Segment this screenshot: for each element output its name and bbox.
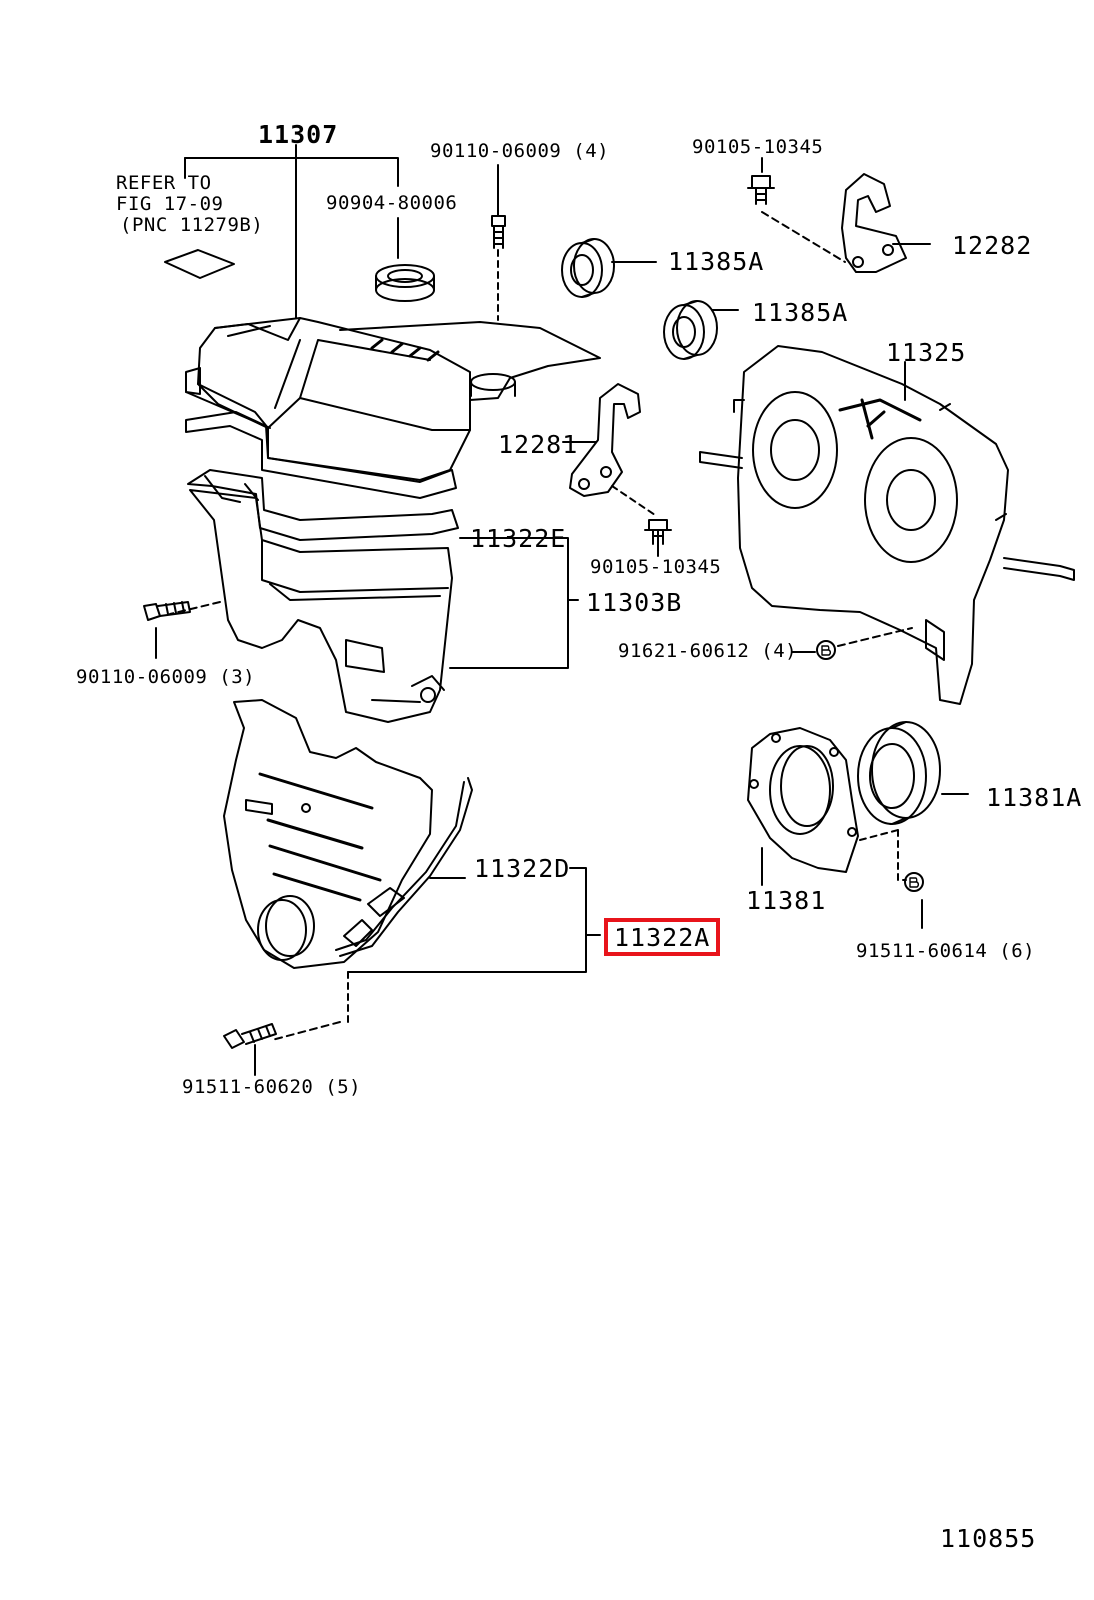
gasket-pad — [164, 249, 235, 279]
bolt-90105-mid — [644, 519, 672, 545]
part-label-11381: 11381 — [746, 886, 827, 915]
oil-seal-11381a — [857, 721, 941, 825]
part-label-90105-10345-top: 90105-10345 — [692, 136, 824, 158]
nut-91621 — [816, 640, 836, 660]
part-label-11322e: 11322E — [470, 524, 567, 553]
part-label-91621-60612-4: 91621-60612 (4) — [618, 640, 798, 662]
leader-lines — [155, 144, 969, 1076]
gasket-11322e — [185, 411, 459, 541]
oil-seal-90904 — [375, 264, 435, 302]
bolt-91511-5 — [223, 1023, 277, 1049]
refer-note-line-2: FIG 17-09 — [116, 193, 224, 215]
seal-11385a-lower — [663, 300, 718, 360]
engine-hanger-12282 — [841, 173, 907, 273]
timing-cover-rear-plate — [699, 345, 1075, 705]
part-label-11307: 11307 — [258, 120, 339, 149]
nut-91511-6 — [904, 872, 924, 892]
part-label-90110-06009-3: 90110-06009 (3) — [76, 666, 256, 688]
oil-seal-retainer-11381 — [747, 727, 859, 873]
bolt-90105-top — [747, 175, 775, 205]
bolt-90110-4 — [491, 215, 506, 249]
part-label-11322a-highlighted[interactable]: 11322A — [604, 918, 721, 956]
gasket-11322d — [335, 777, 473, 957]
engine-hanger-12281 — [569, 383, 641, 497]
part-label-90105-10345-mid: 90105-10345 — [590, 556, 722, 578]
part-label-11381a: 11381A — [986, 783, 1083, 812]
part-label-90110-06009-4: 90110-06009 (4) — [430, 140, 610, 162]
timing-cover-upper — [185, 317, 601, 481]
part-label-91511-60614-6: 91511-60614 (6) — [856, 940, 1036, 962]
figure-number: 110855 — [940, 1524, 1037, 1553]
part-label-11303b: 11303B — [586, 588, 683, 617]
seal-11385a-upper — [561, 238, 615, 298]
timing-cover-lower — [223, 699, 433, 969]
part-label-11385a-upper: 11385A — [668, 247, 765, 276]
part-label-12281: 12281 — [498, 430, 579, 459]
part-label-90904-80006: 90904-80006 — [326, 192, 458, 214]
part-label-12282: 12282 — [952, 231, 1033, 260]
part-label-11385a-lower: 11385A — [752, 298, 849, 327]
part-label-91511-60620-5: 91511-60620 (5) — [182, 1076, 362, 1098]
part-label-11325: 11325 — [886, 338, 967, 367]
refer-note-line-3: (PNC 11279B) — [120, 214, 264, 236]
part-label-11322d: 11322D — [474, 854, 571, 883]
timing-cover-middle — [189, 489, 453, 723]
refer-note-line-1: REFER TO — [116, 172, 212, 194]
bolt-90110-3 — [143, 601, 191, 621]
